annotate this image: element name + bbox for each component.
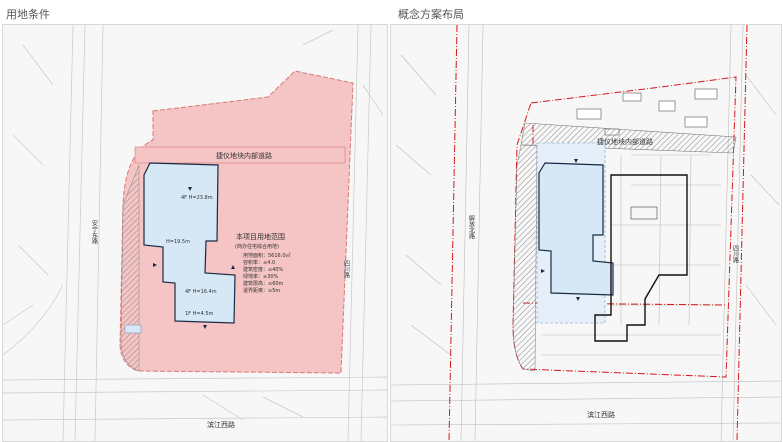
setback-hatch (512, 144, 538, 372)
proposed-building-outline (594, 174, 688, 342)
east-road-label: 四川路 (732, 245, 739, 264)
entry-arrow-icon (576, 297, 580, 301)
entry-arrow-icon (153, 263, 157, 267)
existing-building-footprint (143, 162, 236, 324)
site-conditions-drawing: 4F H=23.8m H=19.5m 4F H=16.4m 1F H=4.5m … (2, 24, 388, 442)
site-note-row: 建筑限高：≤60m (243, 280, 284, 287)
entry-arrow-icon (203, 325, 207, 329)
entry-arrow-icon (574, 159, 578, 163)
site-note-row: 退界距离：≥5m (243, 287, 280, 294)
building-label-mid: H=19.5m (166, 239, 190, 245)
internal-road-label: 捷仪地块内部道路 (597, 137, 653, 146)
building-label-lower: 4F H=16.4m (185, 289, 217, 295)
left-panel-title: 用地条件 (6, 8, 50, 21)
map-linework (391, 25, 781, 441)
site-note-row: 容积率：≤4.0 (243, 259, 275, 266)
site-conditions-svg: 4F H=23.8m H=19.5m 4F H=16.4m 1F H=4.5m … (3, 25, 387, 441)
building-label-bottom: 1F H=4.5m (185, 311, 214, 317)
west-road-label: 解放北路 (468, 214, 475, 240)
south-road-label: 滨江西路 (587, 410, 615, 419)
concept-layout-drawing: 捷仪地块内部道路 滨江西路 解放北路 四川路 (390, 24, 782, 442)
entry-arrow-icon (231, 265, 235, 269)
building-label-top: 4F H=23.8m (181, 195, 213, 201)
entry-arrow-icon (541, 269, 545, 273)
internal-road-label: 捷仪地块内部道路 (216, 151, 272, 160)
setback-hatch (120, 164, 140, 372)
west-road-label: 安宁东路 (91, 219, 98, 245)
site-note-title: 本项目用地范围 (236, 232, 285, 241)
map-linework (3, 25, 387, 441)
site-note-row: 用地面积：5616.0㎡ (243, 252, 291, 259)
entrance-block (124, 324, 142, 334)
concept-layout-svg: 捷仪地块内部道路 滨江西路 解放北路 四川路 (391, 25, 781, 441)
proposed-inner-block (630, 206, 658, 220)
south-road-label: 滨江西路 (207, 420, 235, 429)
site-note-row: 绿地率：≥30% (243, 273, 279, 280)
existing-building-footprint (538, 162, 614, 296)
entry-arrow-icon (188, 187, 192, 191)
internal-road-band (134, 146, 346, 164)
right-panel-title: 概念方案布局 (398, 8, 464, 21)
site-note-row: 建筑密度：≤40% (243, 266, 284, 273)
site-note-subtitle: (商办住宅综合用地) (235, 243, 279, 250)
east-road-label: 四川路 (343, 260, 350, 279)
